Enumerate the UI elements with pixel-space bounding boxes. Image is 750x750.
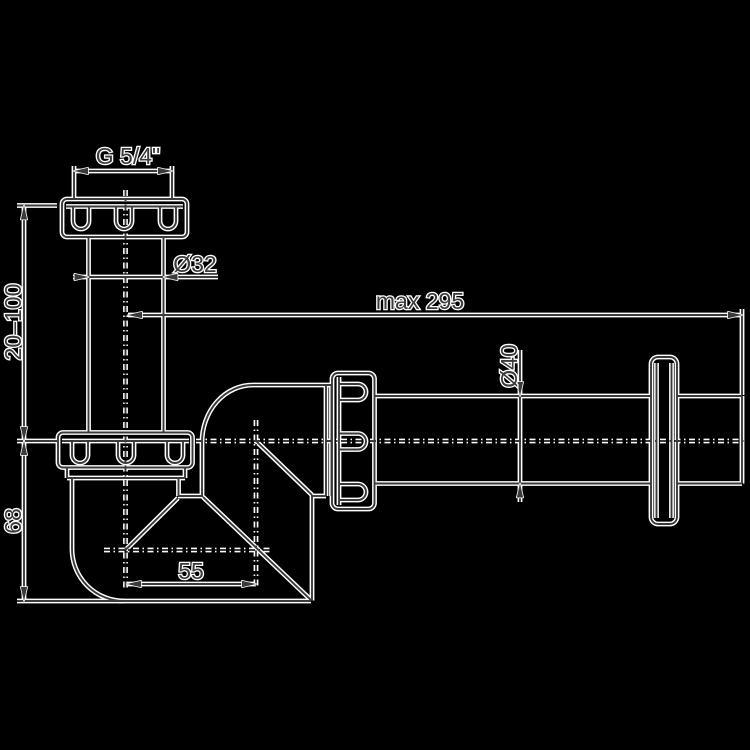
arrowhead <box>157 167 173 175</box>
depth-label: 68 <box>0 508 26 534</box>
arrowhead <box>126 579 142 589</box>
arrowhead <box>515 482 525 499</box>
arrowhead <box>162 272 179 282</box>
inlet-diameter-label: Ø32 <box>173 251 216 277</box>
thread-size-label: G 5/4" <box>96 143 160 169</box>
arrowhead <box>19 426 29 442</box>
arrowhead <box>241 579 257 589</box>
arrowhead <box>73 167 89 175</box>
arrowhead <box>727 310 743 320</box>
outlet-diameter-label: Ø40 <box>496 344 522 387</box>
dimension-labels: G 5/4" Ø32 max 295 Ø40 20–100 68 55 <box>0 142 523 586</box>
arrowhead <box>19 586 29 602</box>
arrowhead <box>73 272 90 282</box>
arrowhead <box>19 440 29 456</box>
arrowhead <box>19 204 29 221</box>
cone-offset-label: 55 <box>178 558 204 584</box>
height-range-label: 20–100 <box>0 284 26 361</box>
arrowhead <box>127 310 143 320</box>
max-length-label: max 295 <box>376 288 464 314</box>
arrowhead <box>515 381 525 397</box>
dimension-arrowheads <box>19 167 743 602</box>
